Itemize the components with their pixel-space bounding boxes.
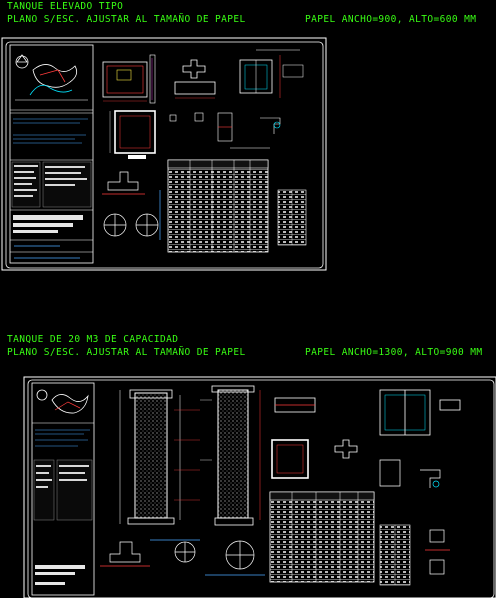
sheet-2-tank-elevation-2 bbox=[200, 385, 261, 526]
sheet-1-small-details bbox=[169, 112, 281, 149]
drawing2-paper-size: PAPEL ANCHO=1300, ALTO=900 MM bbox=[305, 347, 483, 358]
drawing2-title: TANQUE DE 20 M3 DE CAPACIDAD bbox=[7, 334, 179, 345]
sheet-1 bbox=[1, 37, 327, 271]
drawing1-paper-size: PAPEL ANCHO=900, ALTO=600 MM bbox=[305, 14, 477, 25]
sheet-2-rebar-table bbox=[269, 491, 411, 586]
drawing1-title: TANQUE ELEVADO TIPO bbox=[7, 1, 124, 12]
sheet-2-small-details bbox=[425, 529, 450, 575]
sheet-2-title-block bbox=[31, 382, 95, 596]
drawing2-plot-note: PLANO S/ESC. AJUSTAR AL TAMAÑO DE PAPEL bbox=[7, 347, 246, 358]
sheet-2-slab-section bbox=[274, 389, 461, 436]
sheet-1-title-block bbox=[9, 44, 94, 264]
sheet-2-tank-elevation-1 bbox=[119, 389, 200, 525]
sheet-2-footing-details bbox=[100, 539, 265, 576]
sheet-1-tank-plan bbox=[109, 110, 156, 159]
drawing1-plot-note: PLANO S/ESC. AJUSTAR AL TAMAÑO DE PAPEL bbox=[7, 14, 246, 25]
sheet-1-column-cross bbox=[174, 59, 216, 99]
sheet-1-footing-details bbox=[102, 171, 161, 240]
sheet-1-rebar-table bbox=[167, 159, 307, 253]
sheet-1-top-plan bbox=[102, 54, 156, 104]
sheet-2-tank-plan bbox=[271, 439, 441, 488]
sheet-2 bbox=[23, 376, 496, 598]
sheet-1-elevation bbox=[239, 49, 304, 98]
